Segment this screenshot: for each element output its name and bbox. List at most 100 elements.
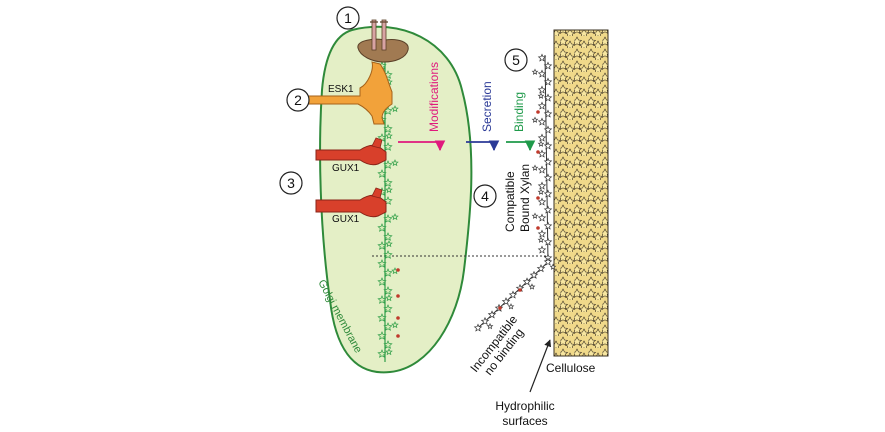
gux1-enzyme-icon bbox=[315, 137, 387, 166]
sugar-unit bbox=[537, 117, 547, 126]
sugar-unit bbox=[383, 340, 393, 349]
acetyl-mark bbox=[536, 196, 540, 200]
sugar-unit bbox=[383, 160, 393, 169]
sugar-unit bbox=[508, 290, 518, 299]
sugar-unit bbox=[531, 68, 539, 75]
sugar-unit bbox=[383, 232, 393, 241]
sugar-unit bbox=[383, 214, 393, 223]
sugar-unit bbox=[528, 283, 536, 290]
hydrophilic-arrow bbox=[529, 339, 552, 393]
hydrophilic-label-line1: Hydrophilic bbox=[495, 399, 554, 413]
sugar-unit bbox=[391, 105, 399, 113]
sugar-unit bbox=[537, 53, 547, 62]
acetyl-mark bbox=[498, 306, 502, 310]
gux1-top-label: GUX1 bbox=[332, 163, 360, 174]
sugar-unit bbox=[543, 173, 553, 182]
sugar-unit bbox=[377, 277, 387, 286]
step-3-marker: 3 bbox=[279, 171, 303, 195]
golgi-compartment bbox=[319, 25, 473, 374]
acetyl-mark bbox=[536, 150, 540, 154]
sugar-unit bbox=[385, 294, 393, 302]
sugar-unit bbox=[543, 221, 553, 230]
xylan-synthase-complex-icon bbox=[357, 19, 409, 63]
sugar-unit bbox=[383, 142, 393, 151]
sugar-unit bbox=[385, 348, 393, 356]
esk1-enzyme-icon bbox=[299, 61, 393, 125]
hydrophilic-label-line2: surfaces bbox=[502, 414, 547, 428]
svg-text:5: 5 bbox=[512, 52, 520, 68]
sugar-unit bbox=[391, 321, 399, 329]
sugar-unit bbox=[377, 169, 387, 178]
step-4-marker: 4 bbox=[473, 184, 497, 208]
sugar-unit bbox=[383, 286, 393, 295]
sugar-unit bbox=[537, 101, 547, 110]
sugar-unit bbox=[543, 141, 553, 150]
sugar-unit bbox=[377, 259, 387, 268]
sugar-unit bbox=[537, 69, 547, 78]
sugar-unit bbox=[537, 85, 547, 94]
sugar-unit bbox=[543, 77, 553, 86]
sugar-unit bbox=[383, 268, 393, 277]
sugar-unit bbox=[537, 133, 547, 142]
acetyl-mark bbox=[396, 316, 400, 320]
step-1-marker: 1 bbox=[336, 6, 360, 30]
bound-xylan-chain bbox=[531, 53, 553, 263]
sugar-unit bbox=[385, 132, 393, 140]
sugar-unit bbox=[537, 165, 547, 174]
acetyl-mark bbox=[536, 226, 540, 230]
sugar-unit bbox=[391, 159, 399, 167]
sugar-unit bbox=[501, 297, 511, 306]
step-5-marker: 5 bbox=[504, 48, 528, 72]
svg-text:3: 3 bbox=[287, 175, 295, 191]
cellulose-microfibril-icon bbox=[553, 29, 609, 357]
svg-text:2: 2 bbox=[294, 92, 302, 108]
step-2-marker: 2 bbox=[286, 88, 310, 112]
sugar-unit bbox=[543, 125, 553, 134]
sugar-unit bbox=[543, 93, 553, 102]
sugar-unit bbox=[536, 264, 546, 273]
sugar-unit bbox=[487, 310, 497, 319]
sugar-unit bbox=[522, 277, 532, 286]
esk1-label: ESK1 bbox=[328, 84, 354, 95]
sugar-unit bbox=[549, 263, 557, 270]
cellulose-label: Cellulose bbox=[546, 361, 596, 375]
sugar-unit bbox=[543, 61, 553, 70]
sugar-unit bbox=[537, 188, 545, 195]
sugar-unit bbox=[531, 116, 539, 123]
sugar-unit bbox=[531, 164, 539, 171]
binding-label: Binding bbox=[512, 92, 526, 132]
sugar-unit bbox=[473, 323, 483, 332]
glycosidic-bond bbox=[544, 54, 549, 263]
sugar-unit bbox=[377, 241, 387, 250]
sugar-unit bbox=[383, 304, 393, 313]
modifications-label: Modifications bbox=[427, 62, 441, 132]
sugar-unit bbox=[391, 213, 399, 221]
sugar-unit bbox=[543, 157, 553, 166]
modifications-arrow bbox=[398, 140, 446, 152]
compatible-label-line1: Compatible bbox=[503, 171, 517, 232]
sugar-unit bbox=[537, 236, 545, 243]
sugar-unit bbox=[537, 92, 545, 99]
sugar-unit bbox=[543, 109, 553, 118]
compatible-label-line2: Bound Xylan bbox=[518, 164, 532, 232]
binding-arrow bbox=[506, 140, 536, 152]
gux1-bottom-label: GUX1 bbox=[332, 214, 360, 225]
sugar-unit bbox=[537, 140, 545, 147]
secretion-label: Secretion bbox=[480, 81, 494, 132]
sugar-unit bbox=[507, 303, 515, 310]
sugar-unit bbox=[486, 322, 494, 330]
sugar-unit bbox=[543, 189, 553, 198]
sugar-unit bbox=[537, 213, 547, 222]
acetyl-mark bbox=[396, 268, 400, 272]
acetyl-mark bbox=[518, 288, 522, 292]
acetyl-mark bbox=[536, 110, 540, 114]
sugar-unit bbox=[383, 124, 393, 133]
sugar-unit bbox=[537, 229, 547, 238]
sugar-unit bbox=[543, 237, 553, 246]
sugar-unit bbox=[377, 295, 387, 304]
secretion-arrow bbox=[466, 140, 500, 152]
sugar-unit bbox=[531, 212, 539, 219]
sugar-unit bbox=[537, 245, 547, 254]
sugar-unit bbox=[383, 322, 393, 331]
